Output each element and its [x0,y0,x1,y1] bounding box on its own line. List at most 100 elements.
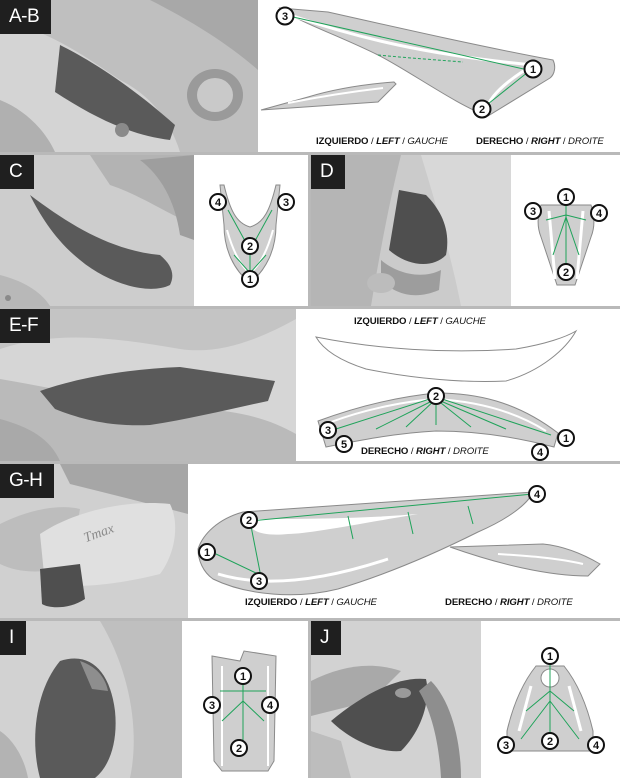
diagram-g-h: 4 2 1 3 [188,464,620,618]
point-marker-4 [590,204,608,222]
point-marker-3 [277,193,295,211]
photo-j [311,621,481,778]
point-number: 3 [209,700,215,712]
panel-tag: D [311,155,346,189]
left-side-label: IZQUIERDO / LEFT / GAUCHE [316,136,448,147]
point-marker-1 [557,188,575,206]
photo-c [0,155,194,306]
point-marker-4 [531,443,549,461]
column-divider [308,155,311,306]
point-marker-3 [524,202,542,220]
point-number: 4 [537,447,544,459]
panel-tag: E-F [0,309,51,343]
point-number: 4 [593,740,600,752]
photo-d [311,155,511,306]
panel-tag: A-B [0,0,52,34]
right-side-label: DERECHO / RIGHT / DROITE [361,446,489,457]
panel-tag: G-H [0,464,55,498]
diagram-a-b: 3 1 2 [258,0,620,152]
point-marker-3 [319,421,337,439]
point-marker-1 [241,270,259,288]
point-marker-2 [230,739,248,757]
point-marker-4 [528,485,546,503]
point-marker-2 [427,387,445,405]
panel-g-h: Tmax G-H 4 2 1 3 IZQUIERDO / LEFT / GAUC… [0,464,620,618]
point-number: 3 [325,425,331,437]
point-number: 1 [563,433,569,445]
point-marker-2 [541,732,559,750]
point-number: 2 [246,515,252,527]
right-side-label: DERECHO / RIGHT / DROITE [476,136,604,147]
point-number: 2 [236,743,242,755]
panel-tag: C [0,155,35,189]
point-marker-1 [557,429,575,447]
point-marker-2 [472,99,492,119]
point-number: 3 [283,197,289,209]
panel-d: D 1 3 4 2 [311,155,620,306]
decal-left-outline [315,329,578,382]
point-marker-2 [557,263,575,281]
right-side-label: DERECHO / RIGHT / DROITE [445,597,573,608]
point-number: 2 [563,267,569,279]
point-marker-1 [541,647,559,665]
point-number: 1 [204,547,210,559]
panel-c: C 4 3 2 1 [0,155,308,306]
row-divider [0,461,620,464]
point-number: 4 [534,489,541,501]
decal-outline [219,184,281,284]
point-number: 2 [479,104,485,116]
panel-a-b: A-B 3 1 2 IZQUIERDO / LEFT / GAUCHE DERE… [0,0,620,152]
point-marker-3 [275,6,295,26]
point-marker-5 [335,435,353,453]
panel-i: I 1 3 4 2 [0,621,308,778]
point-number: 1 [547,651,553,663]
point-marker-3 [250,572,268,590]
point-marker-3 [203,696,221,714]
decal-outline [211,650,277,772]
point-number: 3 [282,11,288,23]
panel-tag: J [311,621,341,655]
left-side-label: IZQUIERDO / LEFT / GAUCHE [245,597,377,608]
left-side-label: IZQUIERDO / LEFT / GAUCHE [354,316,486,327]
point-marker-1 [523,59,543,79]
point-number: 1 [530,64,536,76]
point-number: 3 [503,740,509,752]
diagram-d: 1 3 4 2 [511,155,620,306]
point-marker-2 [241,237,259,255]
point-number: 1 [240,671,246,683]
panel-tag: I [0,621,26,655]
point-number: 2 [547,736,553,748]
diagram-i: 1 3 4 2 [182,621,308,778]
point-number: 1 [563,192,569,204]
diagram-j: 1 2 3 4 [481,621,620,778]
row-divider [0,618,620,621]
decal-right-outline [317,392,559,448]
row-divider [0,152,620,155]
point-marker-1 [198,543,216,561]
column-divider [308,621,311,778]
diagram-c: 4 3 2 1 [194,155,308,306]
point-number: 4 [596,208,603,220]
photo-i [0,621,182,778]
point-number: 4 [267,700,274,712]
panel-e-f: E-F 2 3 5 1 4 IZQUIERDO / LEFT / GAUCHE … [0,309,620,461]
point-number: 1 [247,274,253,286]
point-number: 3 [256,576,262,588]
diagram-e-f: 2 3 5 1 4 [296,309,620,461]
point-number: 5 [341,439,347,451]
point-marker-4 [587,736,605,754]
point-marker-1 [234,667,252,685]
point-marker-4 [209,193,227,211]
photo-a-b [0,0,258,152]
point-number: 4 [215,197,222,209]
panel-j: J 1 2 3 4 [311,621,620,778]
point-marker-2 [240,511,258,529]
point-marker-3 [497,736,515,754]
point-marker-4 [261,696,279,714]
point-number: 2 [247,241,253,253]
row-divider [0,306,620,309]
point-number: 3 [530,206,536,218]
decal-right-outline [278,7,556,117]
point-number: 2 [433,391,439,403]
decal-right-outline [449,543,601,577]
